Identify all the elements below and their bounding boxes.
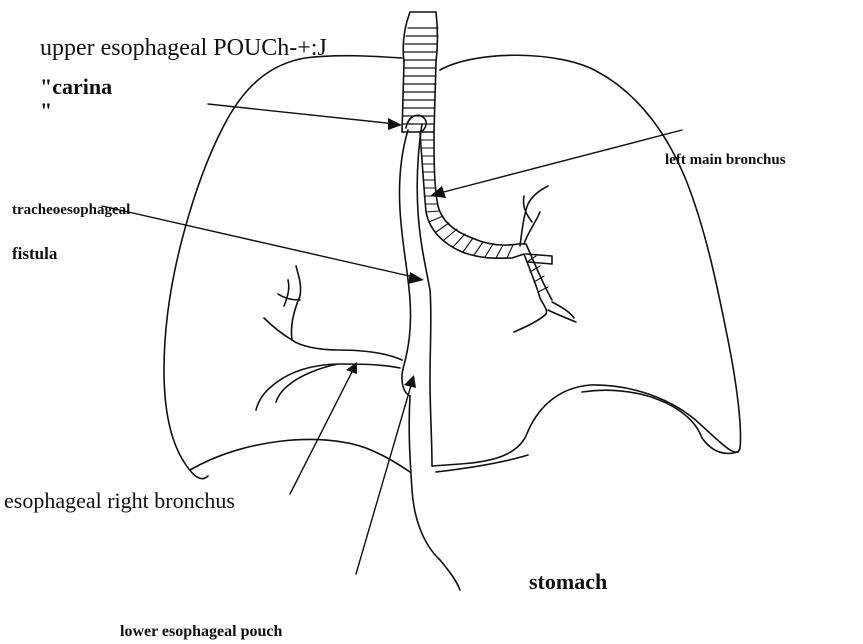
left-lung-base-line <box>436 455 528 472</box>
trachea-rings <box>403 28 438 124</box>
left-bronchus-inner <box>434 132 552 300</box>
left-bronchus-outer <box>420 132 547 314</box>
trachea-outline <box>402 12 438 132</box>
diaphragm-arc <box>190 439 410 472</box>
right-bronchus <box>256 340 402 410</box>
esophagus-right-wall <box>417 124 432 466</box>
right-lung-outline <box>164 56 402 479</box>
left-lung-outline <box>432 55 741 466</box>
label-tracheoesophageal: tracheoesophageal <box>12 203 130 218</box>
label-lower-esophageal-pouch: lower esophageal pouch <box>120 624 282 640</box>
left-branch-lateral <box>526 254 552 264</box>
right-bronchus-upper-branch <box>264 266 301 340</box>
label-carina: "carina <box>40 76 112 98</box>
label-upper-esophageal-pouch: upper esophageal POUCh-+:J <box>40 36 327 60</box>
left-branch-upper <box>520 186 548 246</box>
label-left-main-bronchus: left main bronchus <box>665 153 786 168</box>
label-fistula: fistula <box>12 245 57 262</box>
label-esophageal-right-bronchus: esophageal right bronchus <box>4 490 235 512</box>
stomach-right-arc <box>582 390 738 453</box>
label-stray-quote: " <box>40 100 52 122</box>
esophagus-lower-segment <box>409 396 460 590</box>
esophagus-left-wall <box>399 130 410 396</box>
label-stomach: stomach <box>529 571 607 593</box>
